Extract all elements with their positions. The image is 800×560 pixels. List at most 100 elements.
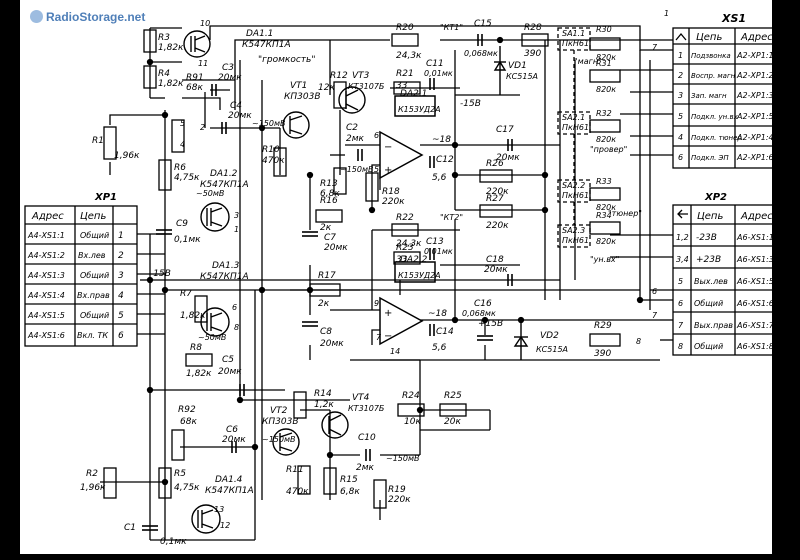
label-c12-value: 5,6 bbox=[432, 173, 447, 183]
capacitor-c18 bbox=[507, 274, 513, 286]
label-r14-value: 1,2к bbox=[314, 400, 334, 410]
label-sa21: SA2.1 bbox=[562, 113, 585, 122]
pin-xs1-top: 1 bbox=[664, 9, 669, 18]
resistor-r26 bbox=[479, 169, 513, 183]
da22-package-box bbox=[394, 261, 436, 283]
resistor-r24 bbox=[397, 403, 425, 417]
resistor-r2 bbox=[103, 467, 117, 499]
label-c5-value: 20мк bbox=[218, 367, 242, 377]
da14-switch-symbol bbox=[191, 504, 221, 534]
xp1-address-5: А4-ХS1:5 bbox=[27, 311, 65, 320]
capacitor-c3 bbox=[211, 84, 217, 96]
resistor-r21 bbox=[393, 81, 421, 95]
opamp-da22-minus: − bbox=[384, 331, 392, 342]
label-da21-part: К153УД2А bbox=[398, 105, 441, 114]
xs1-col-circuit: Цепь bbox=[696, 32, 722, 43]
xs1-pin-2: 2 bbox=[678, 71, 683, 80]
xs1-circuit-3: Зап. магн bbox=[691, 92, 727, 100]
xp1-pin-2: 2 bbox=[118, 251, 124, 261]
label-vt3: VT3 bbox=[352, 71, 370, 81]
label-sa11: SA1.1 bbox=[562, 29, 585, 38]
label-c7: C7 bbox=[324, 233, 336, 243]
xs1-circuit-2: Воспр. магн bbox=[691, 72, 736, 80]
zener-diodes bbox=[493, 46, 529, 360]
xs1-pin-1: 1 bbox=[678, 51, 683, 60]
resistor-r4 bbox=[143, 65, 157, 89]
label-r1: R1 bbox=[92, 136, 104, 146]
resistors-horizontal bbox=[185, 33, 621, 417]
xp1-circuit-1: Общий bbox=[80, 231, 109, 240]
xs1-table-frame bbox=[672, 27, 782, 169]
opamp-da21-minus: − bbox=[384, 142, 392, 153]
switch-groups bbox=[557, 27, 591, 248]
label-r30-value: 820к bbox=[596, 53, 616, 62]
label-da22-part: К153УД2А bbox=[398, 271, 441, 280]
xp2-address-6: А6-ХS1:8 bbox=[736, 342, 774, 351]
pin-xp2-7: 7 bbox=[652, 311, 658, 320]
resistor-r33 bbox=[589, 187, 621, 201]
xp2-circuit-5: Вых.прав bbox=[694, 321, 733, 330]
pin-11: 11 bbox=[198, 59, 208, 68]
label-r24: R24 bbox=[402, 391, 420, 401]
capacitor-c4 bbox=[221, 122, 227, 134]
label-sa23: SA2.3 bbox=[562, 226, 585, 235]
label-vd2: VD2 bbox=[540, 331, 559, 341]
pin-9: 9 bbox=[374, 299, 379, 308]
label-r20: R20 bbox=[396, 23, 414, 33]
xs1-address-4: А2-ХР1:4 bbox=[736, 133, 774, 142]
annotation-test: "провер" bbox=[590, 145, 627, 154]
label-c11: C11 bbox=[426, 59, 444, 69]
resistor-r25 bbox=[439, 403, 467, 417]
label-r13-value: 6,8к bbox=[320, 189, 340, 199]
xp2-address-4: А6-ХS1:6 bbox=[736, 299, 774, 308]
label-r8-value: 1,82к bbox=[186, 369, 212, 379]
capacitor-c6 bbox=[231, 441, 237, 453]
vt3-transistor bbox=[338, 86, 366, 114]
xp2-col-circuit: Цепь bbox=[697, 211, 723, 222]
label-c15: C15 bbox=[474, 19, 492, 29]
xp1-pin-6: 6 bbox=[118, 331, 124, 341]
resistor-r91 bbox=[171, 119, 185, 153]
socket-icon bbox=[675, 32, 687, 41]
da12-switch-symbol bbox=[200, 202, 230, 232]
label-c1-value: 0,1мк bbox=[160, 537, 187, 547]
xp2-circuit-3: Вых.лев bbox=[694, 277, 728, 286]
label-r17: R17 bbox=[318, 271, 336, 281]
label-c10-value: 2мк bbox=[356, 463, 375, 473]
xp2-col-address: Адрес bbox=[740, 211, 773, 222]
resistor-r18 bbox=[365, 172, 379, 202]
pin-5: 5 bbox=[180, 119, 185, 128]
label-vt1: VT1 bbox=[290, 81, 307, 91]
xs1-circuit-6: Подкл. ЭП bbox=[691, 154, 729, 162]
label-r91: R91 bbox=[186, 73, 204, 83]
xp2-table-frame bbox=[672, 204, 782, 356]
label-r18: R18 bbox=[382, 187, 400, 197]
label-c1: C1 bbox=[124, 523, 136, 533]
opamps: − + + − bbox=[379, 95, 436, 346]
resistor-r28 bbox=[521, 33, 549, 47]
label-r6: R6 bbox=[174, 163, 186, 173]
resistor-r29 bbox=[589, 333, 621, 347]
pin-5-da21: 5 bbox=[374, 165, 379, 174]
resistor-r30 bbox=[589, 37, 621, 51]
pin-xp2-6: 6 bbox=[652, 287, 657, 296]
annotation-mv150c: ~150мВ bbox=[262, 435, 296, 444]
label-r5: R5 bbox=[174, 469, 186, 479]
annotation-mv150d: ~150мВ bbox=[386, 454, 420, 463]
label-vd1-part: КС515А bbox=[506, 72, 538, 81]
capacitor-c2 bbox=[357, 149, 363, 161]
label-r12-value: 12к bbox=[318, 83, 335, 93]
da21-package-box bbox=[394, 95, 436, 117]
label-c11-value: 0,01мк bbox=[424, 69, 453, 78]
resistor-r15 bbox=[323, 467, 337, 495]
resistor-r3 bbox=[143, 29, 157, 53]
label-r24-value: 10к bbox=[404, 417, 421, 427]
capacitor-c13 bbox=[429, 248, 435, 260]
label-r32-value: 820к bbox=[596, 135, 616, 144]
resistor-r22 bbox=[391, 223, 419, 237]
label-r15-value: 6,8к bbox=[340, 487, 360, 497]
vt4-transistor bbox=[321, 411, 349, 439]
annotation-mv50a: ~50мВ bbox=[196, 189, 224, 198]
label-r12: R12 bbox=[330, 71, 348, 81]
